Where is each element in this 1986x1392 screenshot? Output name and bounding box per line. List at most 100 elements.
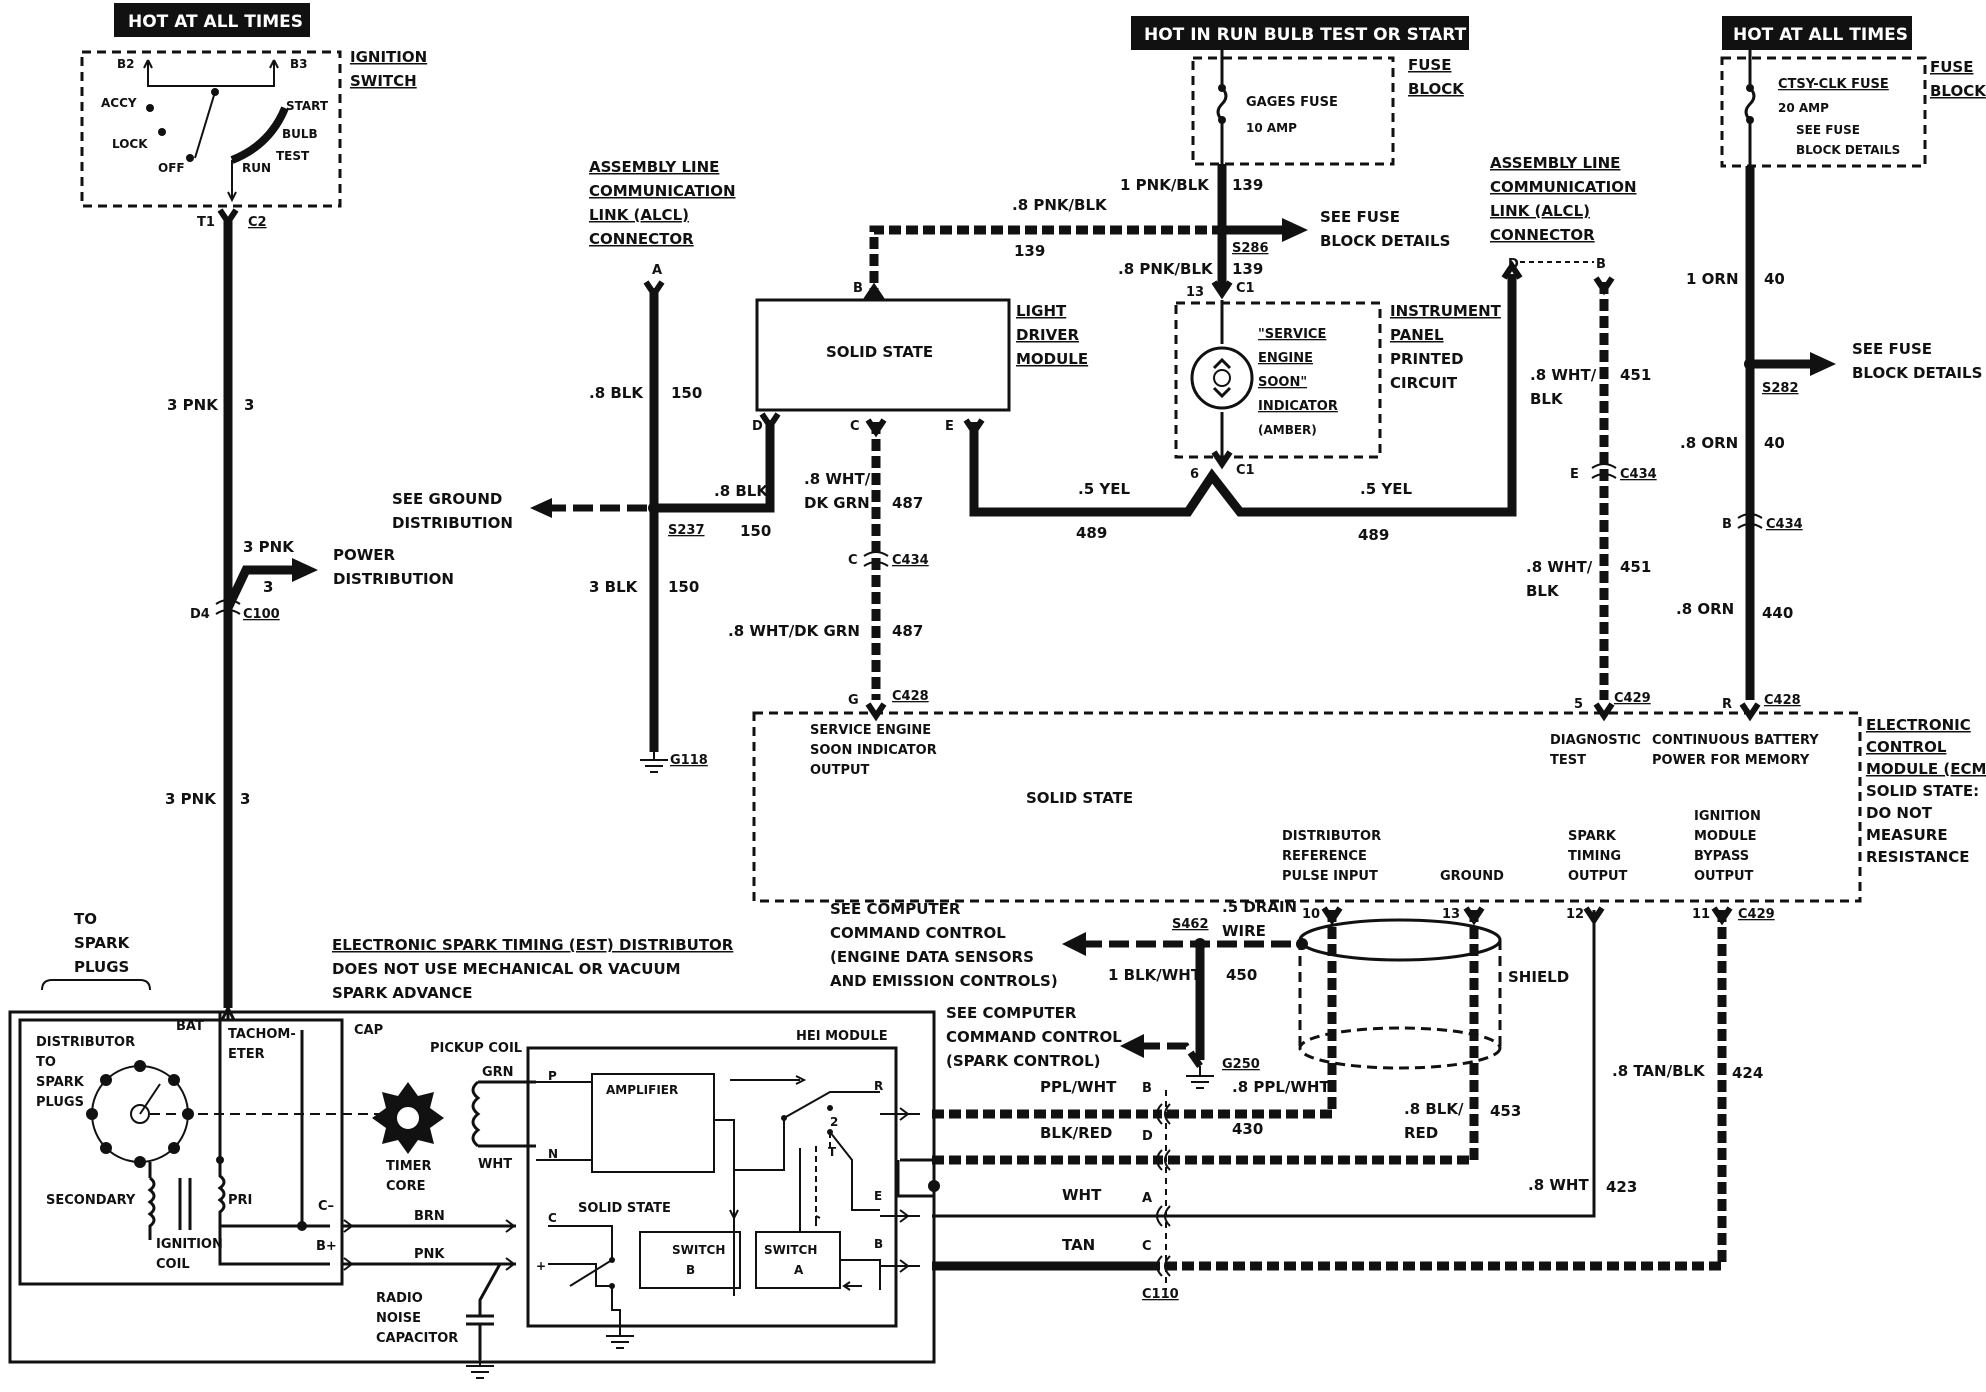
ecm-note-1: SOLID STATE: (1866, 782, 1979, 800)
ecm-pin11: 11 (1692, 907, 1710, 922)
w-whtdkgrn-b: .8 WHT/DK GRN (728, 622, 860, 640)
accy-label: ACCY (101, 96, 137, 110)
c489-a: 489 (1076, 524, 1107, 542)
w3pnk-c: 3 PNK (165, 790, 217, 808)
power-dist-2: DISTRIBUTION (333, 570, 454, 588)
ip-3: PRINTED (1390, 350, 1464, 368)
c40-b: 40 (1764, 434, 1785, 452)
amplifier-label: AMPLIFIER (606, 1083, 678, 1097)
c489-b: 489 (1358, 526, 1389, 544)
wire-489: .5 YEL 489 .5 YEL 489 (963, 260, 1523, 544)
to-plugs-2: SPARK (74, 934, 131, 952)
ctsy-see-1: SEE FUSE (1796, 123, 1860, 137)
pickup-label: PICKUP COIL (430, 1041, 522, 1056)
start-label: START (286, 99, 329, 113)
to-plugs-1: TO (74, 910, 97, 928)
test-label: TEST (276, 149, 310, 163)
hei-module: HEI MODULE AMPLIFIER SOLID STATE 2 T SWI… (526, 1029, 940, 1349)
c139-b: 139 (1232, 176, 1263, 194)
ecm-name-1: ELECTRONIC (1866, 716, 1971, 734)
s282-label: S282 (1762, 381, 1799, 396)
banner-hot-right: HOT AT ALL TIMES (1722, 16, 1912, 50)
alcl-right-4: CONNECTOR (1490, 226, 1595, 244)
ecm-sesio-3: OUTPUT (810, 763, 870, 778)
c110-pin-c: C (1142, 1239, 1152, 1254)
see-fuse-2: BLOCK DETAILS (1320, 232, 1450, 250)
ecm-ground: GROUND (1440, 869, 1504, 884)
c110-pin-b: B (1142, 1081, 1152, 1096)
drain-2: WIRE (1222, 922, 1266, 940)
w-pplwht: PPL/WHT (1040, 1078, 1117, 1096)
cc-a-1: SEE COMPUTER (830, 900, 961, 918)
c424-label: 424 (1732, 1064, 1763, 1082)
w-8orn-b: .8 ORN (1676, 600, 1734, 618)
cc-b-2: COMMAND CONTROL (946, 1028, 1122, 1046)
c110-pin-d: D (1142, 1129, 1153, 1144)
alcl-right-3: LINK (ALCL) (1490, 202, 1590, 220)
banner-hot-left: HOT AT ALL TIMES (114, 3, 310, 37)
c450-label: 450 (1226, 966, 1257, 984)
w-whtdkgrn-2: DK GRN (804, 494, 870, 512)
hei-label: HEI MODULE (796, 1029, 888, 1044)
ctsy-clk-fuse: CTSY-CLK FUSE 20 AMP SEE FUSE BLOCK DETA… (1676, 50, 1986, 712)
ctsy-block-1: FUSE (1930, 58, 1973, 76)
service-engine-soon-indicator: "SERVICE ENGINE SOON" INDICATOR (AMBER) … (1174, 300, 1502, 470)
see-ground-2: DISTRIBUTION (392, 514, 513, 532)
w-whtdkgrn-1: .8 WHT/ (804, 470, 871, 488)
ses-4: INDICATOR (1258, 399, 1338, 414)
ctsy-see2-1: SEE FUSE (1852, 340, 1932, 358)
c110-label: C110 (1142, 1287, 1179, 1302)
bulb-label: BULB (282, 127, 318, 141)
alcl-left: ASSEMBLY LINE COMMUNICATION LINK (ALCL) … (392, 158, 781, 773)
c429-top: C429 (1614, 691, 1651, 706)
w-whtblk-b2: BLK (1526, 582, 1560, 600)
brn-label: BRN (414, 1209, 445, 1224)
fuse-block-2: BLOCK (1408, 80, 1465, 98)
c487-a: 487 (892, 494, 923, 512)
est-title-3: SPARK ADVANCE (332, 984, 473, 1002)
light-driver-module: SOLID STATE LIGHT DRIVER MODULE B D C E (752, 281, 1088, 434)
computer-command-control: SEE COMPUTER COMMAND CONTROL (ENGINE DAT… (830, 898, 1569, 1096)
c428-right: C428 (1764, 693, 1801, 708)
w-8pnkblk-b: .8 PNK/BLK (1118, 260, 1214, 278)
see-ground-1: SEE GROUND (392, 490, 502, 508)
ctsy-block-2: BLOCK (1930, 82, 1986, 100)
ecm-c429: C429 (1738, 907, 1775, 922)
hei-b: B (874, 1237, 883, 1251)
ignition-switch: B2 B3 ACCY START LOCK OFF RUN BULB TEST … (80, 48, 427, 230)
c423-label: 423 (1606, 1178, 1637, 1196)
ecm-ign-3: BYPASS (1694, 849, 1749, 864)
secondary-label: SECONDARY (46, 1193, 136, 1208)
ip-1: INSTRUMENT (1390, 302, 1502, 320)
c110-pin-a: A (1142, 1191, 1152, 1206)
c110-connector: PPL/WHT B BLK/RED D 430 WHT A TAN C C110 (932, 1078, 1263, 1302)
w-8pnkblk-a: .8 PNK/BLK (1012, 196, 1108, 214)
ses-5: (AMBER) (1258, 423, 1317, 437)
ctsy-fuse-label: CTSY-CLK FUSE (1778, 77, 1889, 92)
dist-to-3: SPARK (36, 1075, 85, 1090)
w-8blkred-2: RED (1404, 1124, 1438, 1142)
switch-b-2: B (686, 1263, 695, 1277)
w-1orn: 1 ORN (1686, 270, 1739, 288)
ecm-dist-3: PULSE INPUT (1282, 869, 1378, 884)
pri-label: PRI (228, 1193, 252, 1208)
w-tan: TAN (1062, 1236, 1095, 1254)
c100-label: C100 (243, 607, 280, 622)
w-whtblk-2: BLK (1530, 390, 1564, 408)
s286-label: S286 (1232, 241, 1269, 256)
shield-label: SHIELD (1508, 968, 1569, 986)
w-8wht: .8 WHT (1528, 1176, 1589, 1194)
ctsy-see2-2: BLOCK DETAILS (1852, 364, 1982, 382)
to-plugs-3: PLUGS (74, 958, 129, 976)
ignition-name-2: SWITCH (350, 72, 417, 90)
ecm-note-4: RESISTANCE (1866, 848, 1969, 866)
ecm-output-wires: .8 BLK/ RED 453 .8 TAN/BLK 424 .8 WHT 42… (1160, 906, 1763, 1271)
c487-b: 487 (892, 622, 923, 640)
hei-e: E (874, 1189, 882, 1203)
bplus-label: B+ (316, 1239, 337, 1254)
ecm-module: SERVICE ENGINE SOON INDICATOR OUTPUT DIA… (752, 702, 1986, 922)
c451-a: 451 (1620, 366, 1651, 384)
w-whtblk-1: .8 WHT/ (1530, 366, 1597, 384)
ses-3: SOON" (1258, 375, 1307, 390)
